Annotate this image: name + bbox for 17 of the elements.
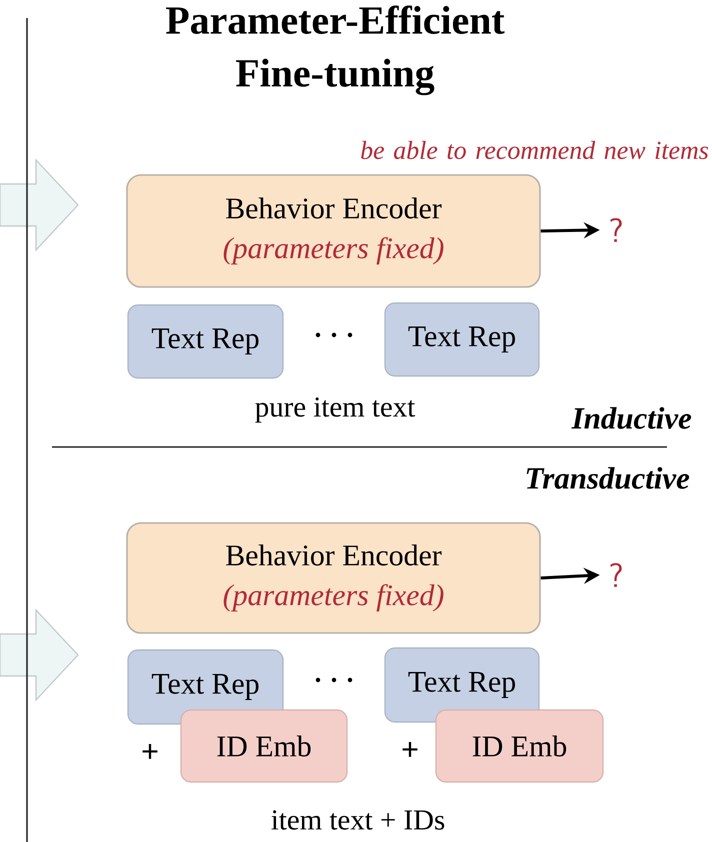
- encoder-box: Behavior Encoder (parameters fixed): [126, 522, 541, 634]
- plus-sign: +: [402, 742, 418, 757]
- caption-text: pure item text: [255, 397, 416, 423]
- id-emb-box: ID Emb: [435, 709, 604, 783]
- encoder-box: Behavior Encoder (parameters fixed): [126, 174, 541, 288]
- id-emb-box: ID Emb: [180, 709, 348, 783]
- plus-sign: +: [142, 744, 158, 759]
- text-rep-box: Text Rep: [127, 304, 284, 379]
- text-rep-box: Text Rep: [384, 647, 540, 723]
- title: Parameter-Efficient Fine-tuning: [166, 6, 504, 96]
- section-label: Transductive: [526, 467, 690, 489]
- annotation-text: be able to recommend new items: [361, 140, 708, 160]
- question-mark: ?: [610, 218, 622, 242]
- caption-text: item text + IDs: [271, 810, 444, 830]
- text-rep-box: Text Rep: [384, 302, 540, 377]
- question-mark: ?: [610, 563, 622, 587]
- section-label: Inductive: [571, 407, 692, 429]
